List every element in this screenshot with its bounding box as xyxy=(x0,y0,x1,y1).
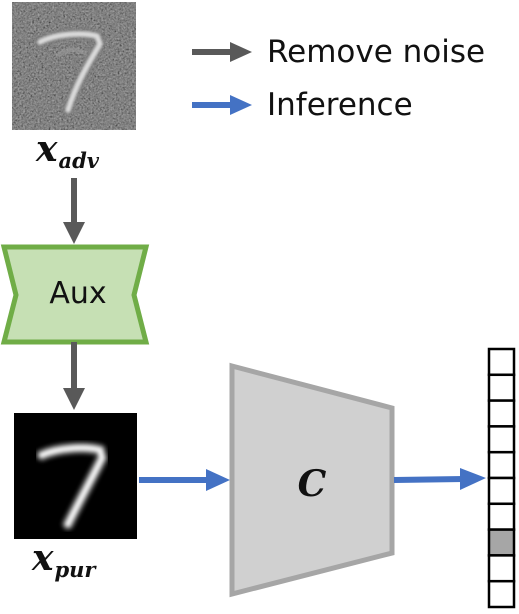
classifier-label: C xyxy=(297,463,327,505)
purified-subscript: pur xyxy=(54,557,96,582)
legend-label-inference: Inference xyxy=(267,87,413,123)
legend-inference-arrow xyxy=(192,95,252,115)
output-cell xyxy=(487,502,516,531)
output-cell xyxy=(487,528,516,557)
output-cell xyxy=(487,399,516,428)
output-cell xyxy=(487,373,516,402)
remove-noise-arrow-bottom xyxy=(63,342,85,410)
adversarial-subscript: adv xyxy=(58,148,99,173)
output-cell xyxy=(487,554,516,583)
purified-symbol: x xyxy=(32,537,54,579)
adversarial-label: xadv xyxy=(36,128,99,171)
purified-label: xpur xyxy=(32,537,95,580)
output-cell xyxy=(487,347,516,377)
output-cell xyxy=(487,425,516,454)
aux-label: Aux xyxy=(49,276,107,311)
output-vector xyxy=(487,347,516,609)
classifier-block xyxy=(229,362,395,598)
output-cell xyxy=(487,450,516,480)
remove-noise-arrow-top xyxy=(63,178,85,244)
output-cell xyxy=(487,579,516,609)
purified-image xyxy=(14,413,137,539)
output-cell xyxy=(487,476,516,506)
legend-remove-noise-arrow xyxy=(192,42,252,62)
adversarial-image xyxy=(12,2,136,130)
inference-arrow-to-output xyxy=(393,468,486,490)
aux-block xyxy=(0,244,150,345)
adversarial-symbol: x xyxy=(36,128,58,170)
inference-arrow-to-classifier xyxy=(139,469,230,491)
legend-label-remove-noise: Remove noise xyxy=(267,34,486,70)
